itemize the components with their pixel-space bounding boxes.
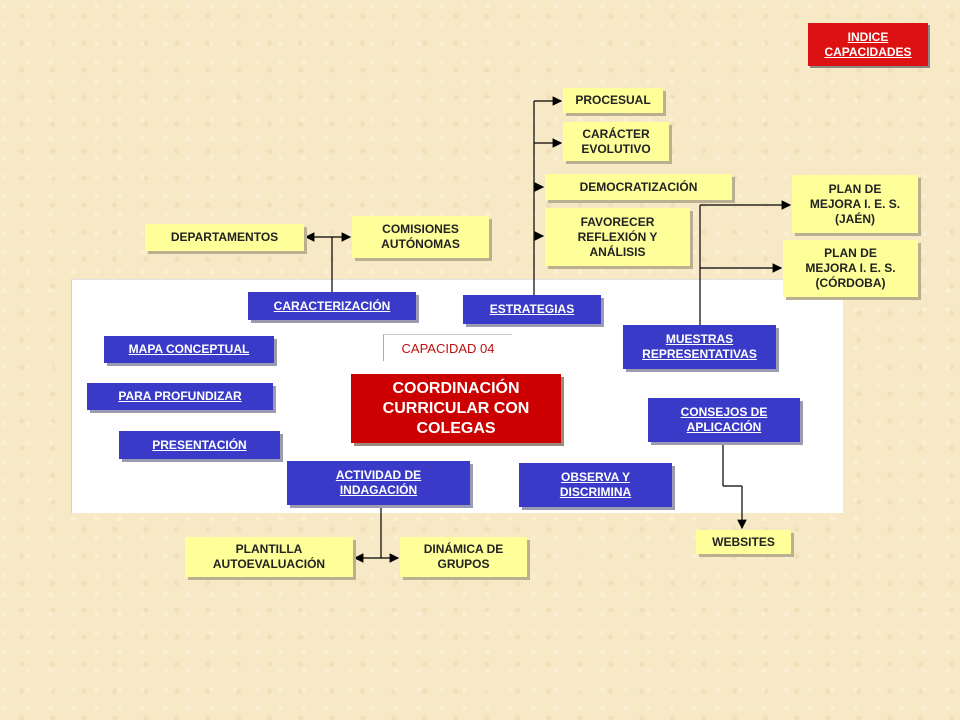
muestras-representativas-link[interactable]: MUESTRAS REPRESENTATIVAS: [623, 325, 776, 369]
caracterizacion-link[interactable]: CARACTERIZACIÓN: [248, 292, 416, 320]
democratizacion-box: DEMOCRATIZACIÓN: [545, 174, 732, 200]
comisiones-autonomas-box: COMISIONES AUTÓNOMAS: [352, 216, 489, 258]
capacidad-tab: CAPACIDAD 04: [383, 334, 512, 361]
plan-mejora-jaen-box: PLAN DE MEJORA I. E. S. (JAÉN): [792, 175, 918, 233]
websites-box: WEBSITES: [696, 530, 791, 554]
index-capacidades-button[interactable]: INDICE CAPACIDADES: [808, 23, 928, 66]
departamentos-box: DEPARTAMENTOS: [145, 224, 304, 251]
procesual-box: PROCESUAL: [563, 88, 663, 113]
presentacion-link[interactable]: PRESENTACIÓN: [119, 431, 280, 459]
actividad-indagacion-link[interactable]: ACTIVIDAD DE INDAGACIÓN: [287, 461, 470, 505]
estrategias-link[interactable]: ESTRATEGIAS: [463, 295, 601, 324]
mapa-conceptual-link[interactable]: MAPA CONCEPTUAL: [104, 336, 274, 363]
favorecer-reflexion-box: FAVORECER REFLEXIÓN Y ANÁLISIS: [545, 208, 690, 266]
dinamica-grupos-box: DINÁMICA DE GRUPOS: [400, 537, 527, 577]
coordinacion-title: COORDINACIÓN CURRICULAR CON COLEGAS: [351, 374, 561, 443]
caracter-evolutivo-box: CARÁCTER EVOLUTIVO: [563, 122, 669, 161]
plantilla-autoevaluacion-box: PLANTILLA AUTOEVALUACIÓN: [185, 537, 353, 577]
para-profundizar-link[interactable]: PARA PROFUNDIZAR: [87, 383, 273, 410]
consejos-aplicacion-link[interactable]: CONSEJOS DE APLICACIÓN: [648, 398, 800, 442]
observa-discrimina-link[interactable]: OBSERVA Y DISCRIMINA: [519, 463, 672, 507]
plan-mejora-cordoba-box: PLAN DE MEJORA I. E. S. (CÓRDOBA): [783, 240, 918, 297]
